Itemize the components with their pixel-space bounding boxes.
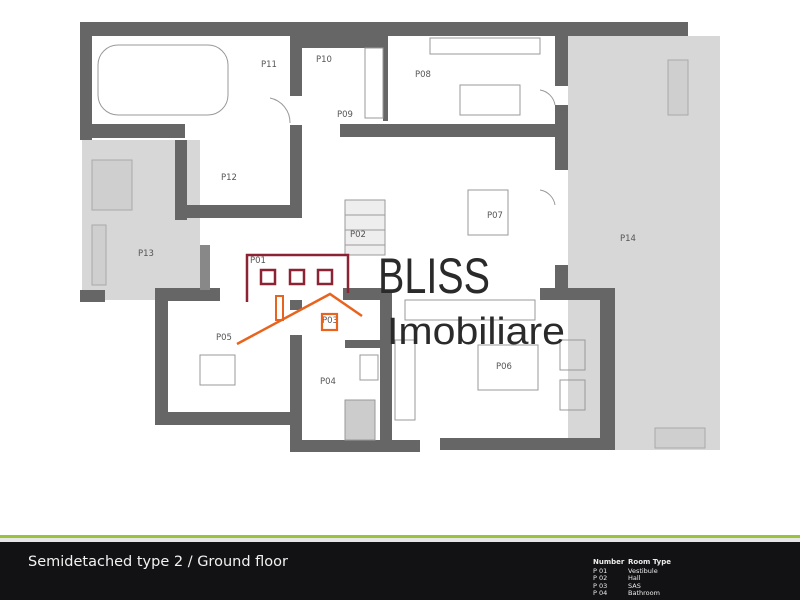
label-p01: P01: [250, 256, 266, 266]
legend-number: P 02: [593, 574, 608, 583]
furniture: [97, 37, 586, 441]
label-p06: P06: [496, 362, 512, 372]
label-p08: P08: [415, 70, 431, 80]
label-p05: P05: [216, 333, 232, 343]
accent-line: [0, 535, 800, 538]
label-p13: P13: [138, 249, 154, 259]
legend-row: P 02 Hall: [593, 575, 671, 582]
walls: [80, 22, 688, 452]
legend-type: Bathroom: [628, 588, 660, 597]
plan-title: Semidetached type 2 / Ground floor: [28, 554, 288, 570]
label-p03: P03: [322, 316, 338, 326]
legend-type: Vestibule: [628, 567, 658, 576]
label-p12: P12: [221, 173, 237, 183]
label-p09: P09: [337, 110, 353, 120]
legend-number: P 01: [593, 567, 608, 576]
legend-row: P 03 SAS: [593, 581, 671, 590]
bliss-logo: BLISS Imobiliare: [236, 248, 565, 353]
label-p02: P02: [350, 230, 366, 240]
label-p07: P07: [487, 211, 503, 221]
legend-header-number: Number: [593, 558, 625, 566]
legend-number: P 03: [593, 581, 608, 590]
legend-row: P 04 Bathroom: [593, 588, 671, 597]
logo-line2: Imobiliare: [387, 311, 565, 353]
legend-number: P 04: [593, 588, 608, 597]
label-p14: P14: [620, 234, 636, 244]
terrace-p14: [568, 36, 720, 450]
legend-row: P 01 Vestibule: [593, 567, 671, 576]
legend-type: SAS: [628, 581, 641, 590]
legend-header-type: Room Type: [628, 558, 672, 566]
room-labels: P07 P08 P09 P10 P11 P12 P13 P14 P02 P01 …: [138, 55, 636, 387]
label-p11: P11: [261, 60, 277, 70]
legend-type: Hall: [628, 574, 641, 583]
logo-line1: BLISS: [378, 248, 490, 304]
floor-plan: P07 P08 P09 P10 P11 P12 P13 P14 P02 P01 …: [80, 22, 720, 452]
divider: [0, 538, 800, 542]
footer-band: Semidetached type 2 / Ground floor Numbe…: [0, 542, 800, 600]
label-p04: P04: [320, 377, 336, 387]
label-p10: P10: [316, 55, 332, 65]
